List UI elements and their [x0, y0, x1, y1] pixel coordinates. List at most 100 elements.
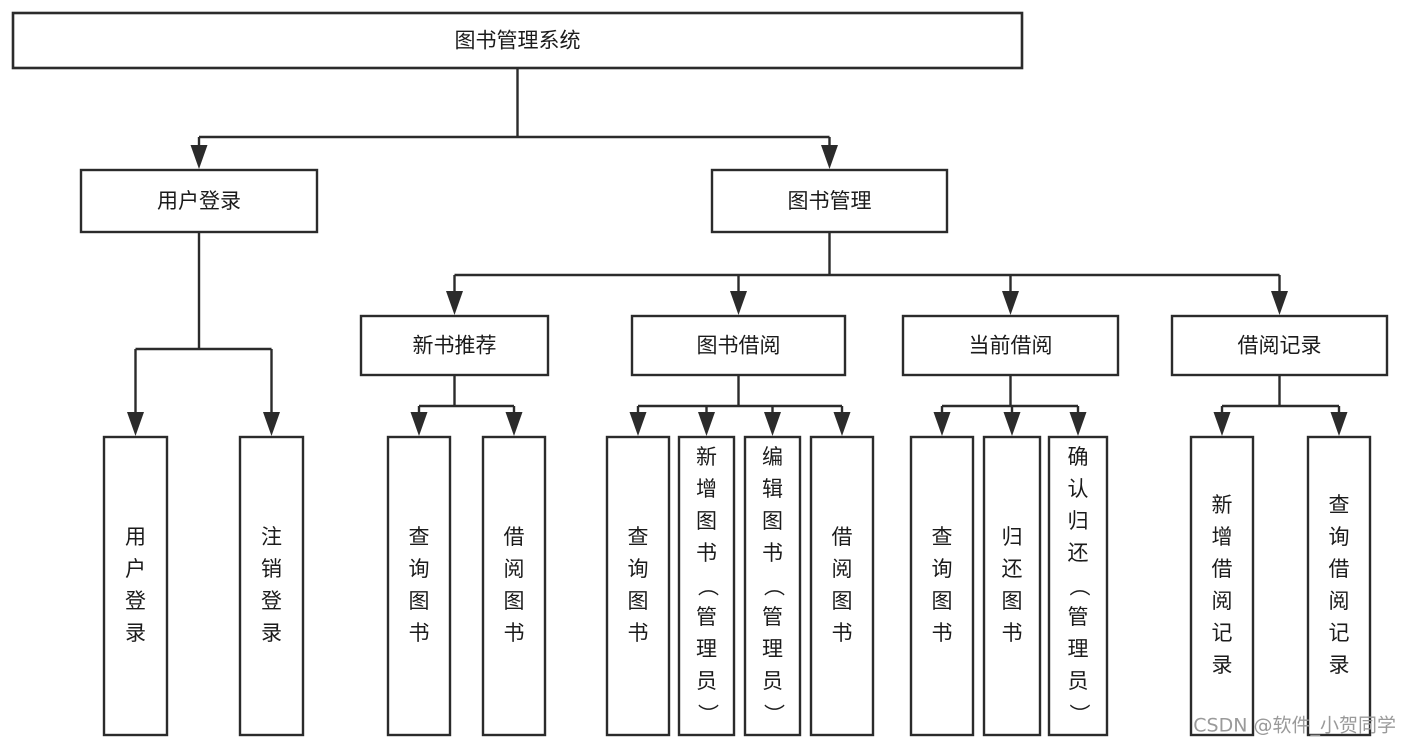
node-label-char: 销: [261, 557, 282, 581]
arrow-head-icon: [821, 145, 838, 169]
node-label-char: 阅: [832, 557, 853, 581]
arrow-head-icon: [1069, 412, 1087, 436]
node-root[interactable]: 图书管理系统: [11, 11, 1024, 70]
node-label-char: 确: [1068, 445, 1089, 469]
node-label-char: 录: [125, 621, 146, 645]
node-label-char: 还: [1002, 557, 1023, 581]
node-label-char: 图: [1002, 589, 1023, 613]
node-label-char: 编: [762, 445, 783, 469]
node-label-char: 录: [1329, 653, 1350, 677]
node-box[interactable]: [1170, 314, 1389, 377]
node-label-char: 用: [125, 525, 146, 549]
node-box[interactable]: [1047, 435, 1109, 737]
node-box[interactable]: [359, 314, 550, 377]
node-box[interactable]: [386, 435, 452, 737]
node-label: 图书管理: [788, 189, 872, 213]
node-label-char: 书: [1002, 621, 1023, 645]
node-current-borrow[interactable]: 当前借阅: [901, 314, 1120, 377]
arrow-head-icon: [730, 291, 747, 315]
node-box[interactable]: [630, 314, 847, 377]
edge-group-borrow-record: [1213, 375, 1348, 436]
node-label-char: 查: [409, 525, 430, 549]
node-box[interactable]: [982, 435, 1042, 737]
node-label-char: （: [1067, 576, 1091, 597]
node-box[interactable]: [102, 435, 169, 737]
node-label-char: 图: [696, 509, 717, 533]
arrow-head-icon: [698, 412, 715, 436]
edge-group-user-login: [127, 232, 280, 436]
node-book-manage[interactable]: 图书管理: [710, 168, 949, 234]
node-book-borrow[interactable]: 图书借阅: [630, 314, 847, 377]
arrow-head-icon: [1271, 291, 1288, 315]
node-borrow-record[interactable]: 借阅记录: [1170, 314, 1389, 377]
node-label-char: 借: [1329, 557, 1350, 581]
node-box[interactable]: [605, 435, 671, 737]
arrow-head-icon: [1213, 412, 1231, 436]
node-label-char: （: [762, 576, 786, 597]
node-label-char: 户: [125, 557, 146, 581]
node-label-char: 登: [125, 589, 146, 613]
node-label-char: 录: [261, 621, 282, 645]
node-leaf-user-login[interactable]: 用户登录: [102, 435, 169, 737]
node-label-char: 图: [932, 589, 953, 613]
node-label: 新书推荐: [413, 334, 497, 358]
node-box[interactable]: [743, 435, 802, 737]
arrow-head-icon: [1002, 291, 1019, 315]
node-box[interactable]: [909, 435, 975, 737]
watermark-label: CSDN @软件_小贺同学: [1193, 715, 1396, 737]
node-label-char: 阅: [504, 557, 525, 581]
node-label-char: ）: [696, 704, 720, 725]
node-label-char: 借: [504, 525, 525, 549]
node-label-char: 理: [1068, 637, 1089, 661]
node-box[interactable]: [481, 435, 547, 737]
node-label-char: ）: [1067, 704, 1091, 725]
node-label-char: 员: [762, 669, 783, 693]
arrow-head-icon: [505, 412, 523, 436]
node-box[interactable]: [1189, 435, 1255, 737]
node-box[interactable]: [1306, 435, 1372, 737]
node-label-char: 增: [1212, 525, 1233, 549]
node-box[interactable]: [901, 314, 1120, 377]
node-label-char: 录: [1212, 653, 1233, 677]
node-box[interactable]: [11, 11, 1024, 70]
node-label-char: 阅: [1329, 589, 1350, 613]
node-box[interactable]: [710, 168, 949, 234]
node-label-char: 员: [696, 669, 717, 693]
arrow-head-icon: [263, 412, 280, 436]
node-box[interactable]: [238, 435, 305, 737]
arrow-head-icon: [1330, 412, 1348, 436]
node-label: 用户登录: [157, 189, 241, 213]
node-label-char: 注: [261, 525, 282, 549]
arrow-head-icon: [410, 412, 428, 436]
node-user-login[interactable]: 用户登录: [79, 168, 319, 234]
node-label-char: 图: [504, 589, 525, 613]
node-new-book-rec[interactable]: 新书推荐: [359, 314, 550, 377]
edge-group-book-borrow: [629, 375, 851, 436]
node-label-char: 询: [628, 557, 649, 581]
node-label: 图书管理系统: [455, 29, 581, 53]
node-box[interactable]: [677, 435, 736, 737]
node-box[interactable]: [809, 435, 875, 737]
node-box[interactable]: [79, 168, 319, 234]
node-label-char: 认: [1068, 477, 1089, 501]
node-label-char: 询: [932, 557, 953, 581]
node-label-char: 归: [1068, 509, 1089, 533]
node-label-char: 理: [696, 637, 717, 661]
node-label-char: 查: [628, 525, 649, 549]
node-label-char: 新: [696, 445, 717, 469]
node-label-char: 登: [261, 589, 282, 613]
